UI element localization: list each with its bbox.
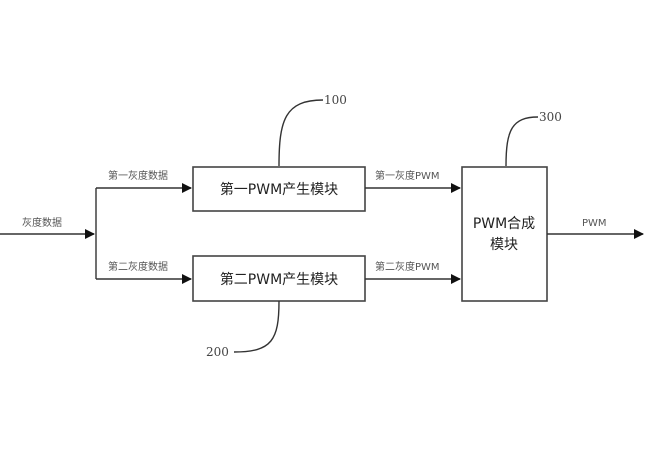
branch1-label: 第一灰度数据 — [108, 169, 168, 182]
module3-label-line2: 模块 — [490, 237, 518, 253]
output-label: PWM — [582, 218, 607, 229]
module3-label-line1: PWM合成 — [473, 216, 535, 232]
module2-label: 第二PWM产生模块 — [220, 271, 338, 288]
module1-leader — [278, 99, 324, 167]
module2-leader — [233, 300, 280, 353]
out2-label: 第二灰度PWM — [375, 260, 440, 273]
module3-box — [461, 166, 548, 302]
out1-label: 第一灰度PWM — [375, 169, 440, 182]
module1-label: 第一PWM产生模块 — [220, 181, 338, 198]
module1-box — [192, 166, 366, 212]
input-label: 灰度数据 — [22, 216, 62, 229]
branch2-label: 第二灰度数据 — [108, 260, 168, 273]
module2-ref: 200 — [206, 345, 229, 359]
module1-ref: 100 — [324, 93, 347, 107]
module3-ref: 300 — [539, 110, 562, 124]
module3-leader — [505, 116, 539, 167]
